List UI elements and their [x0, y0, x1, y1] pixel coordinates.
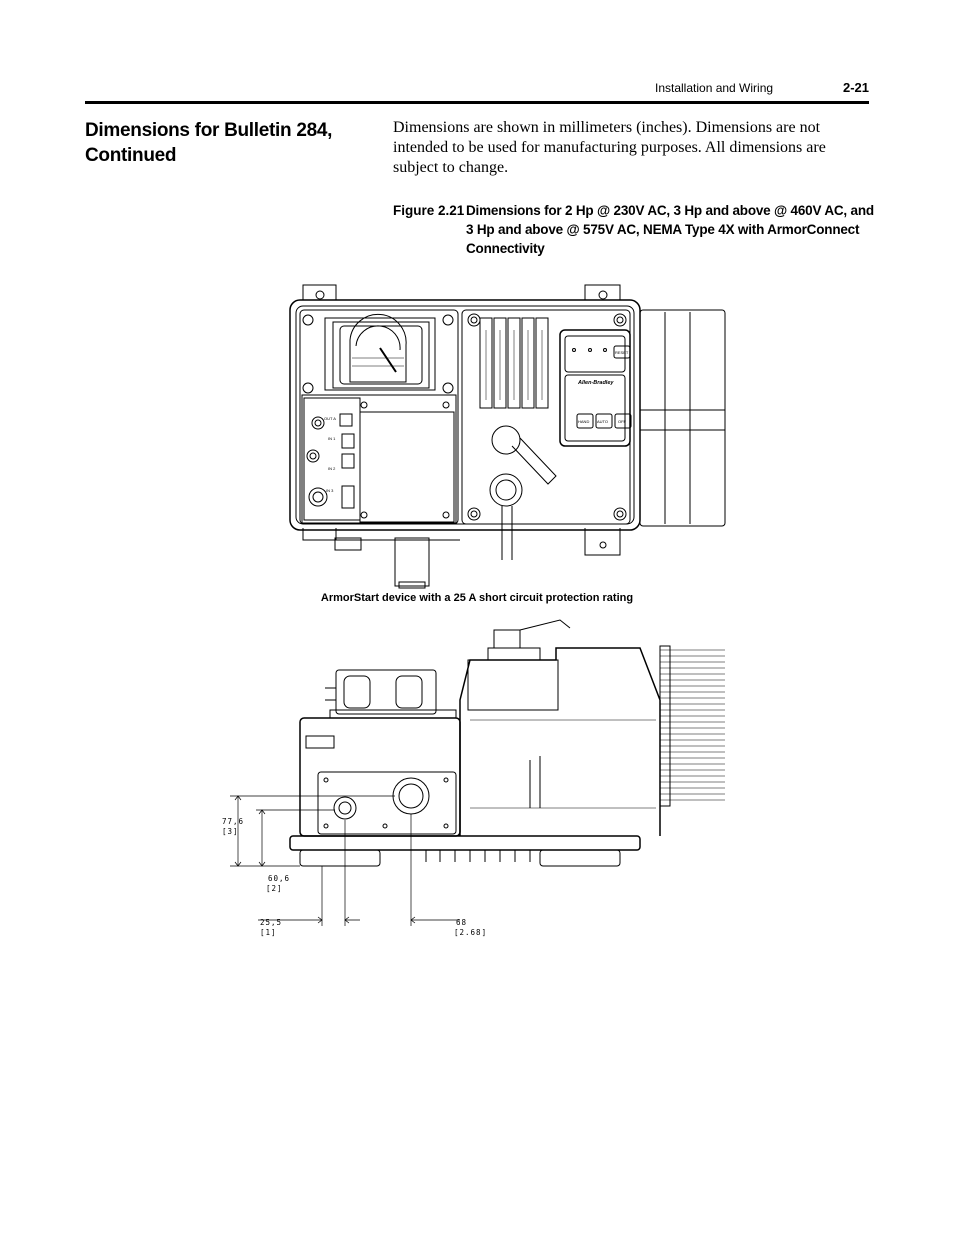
dim-60-6-mm: 60,6 — [268, 874, 290, 883]
dim-68-in: [2.68] — [454, 928, 487, 937]
dimension-lines — [230, 795, 460, 926]
svg-text:IN 3: IN 3 — [326, 488, 334, 493]
figure-caption: ArmorStart device with a 25 A short circ… — [320, 592, 634, 604]
dim-60-6-in: [2] — [266, 884, 283, 893]
dim-68-mm: 68 — [456, 918, 467, 927]
figure-number: Figure 2.21 — [393, 203, 465, 218]
off-key-label: OFF — [618, 419, 627, 424]
body-paragraph: Dimensions are shown in millimeters (inc… — [393, 119, 826, 176]
dim-77-6-in: [3] — [222, 827, 239, 836]
dim-25-5-mm: 25,5 — [260, 918, 282, 927]
brand-logo-text: Allen-Bradley — [577, 380, 614, 386]
top-view: OUT A IN 1 IN 2 IN 3 RESET Allen-Bradley — [289, 284, 726, 589]
side-view — [289, 619, 725, 867]
running-header-section: Installation and Wiring — [655, 81, 774, 95]
svg-text:IN 1: IN 1 — [328, 436, 336, 441]
section-heading: Dimensions for Bulletin 284, Continued — [85, 120, 333, 166]
reset-key-label: RESET — [615, 350, 629, 355]
figure-title: Dimensions for 2 Hp @ 230V AC, 3 Hp and … — [466, 203, 874, 256]
dim-25-5-in: [1] — [260, 928, 277, 937]
header-rule — [85, 101, 869, 104]
auto-key-label: AUTO — [597, 419, 608, 424]
dim-77-6-mm: 77,6 — [222, 817, 244, 826]
hand-key-label: HAND — [578, 419, 589, 424]
page-number: 2-21 — [843, 80, 870, 95]
svg-text:OUT A: OUT A — [324, 416, 336, 421]
svg-text:IN 2: IN 2 — [328, 466, 336, 471]
